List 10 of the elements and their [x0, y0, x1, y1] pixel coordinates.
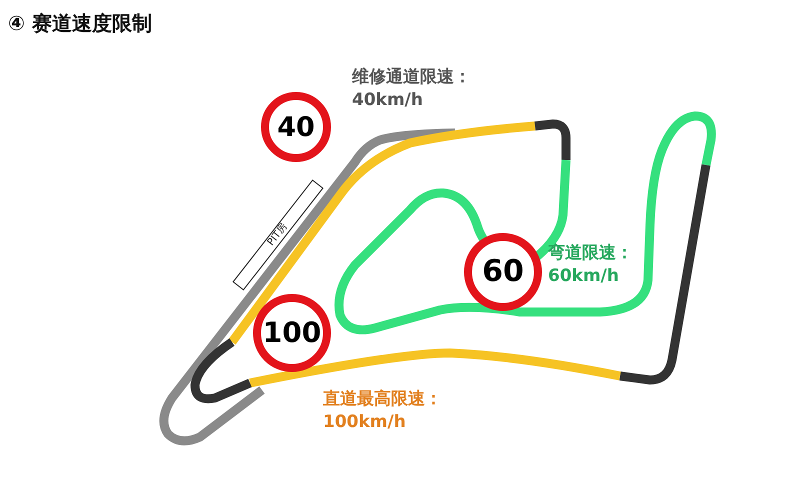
speed-limit-value: 40: [277, 114, 315, 140]
speed-limit-sign: [253, 294, 331, 372]
speed-limit-note: 维修通道限速：40km/h: [352, 66, 472, 112]
speed-limit-value: 60: [482, 257, 524, 287]
speed-limit-sign: [464, 233, 542, 311]
pit-building-label: PIT房: [266, 222, 290, 248]
diagram-title: ④ 赛道速度限制: [8, 10, 152, 37]
speed-limit-value: 100: [262, 319, 322, 347]
speed-limit-note: 直道最高限速：100km/h: [323, 388, 443, 434]
speed-limit-note: 弯道限速：60km/h: [548, 242, 634, 288]
